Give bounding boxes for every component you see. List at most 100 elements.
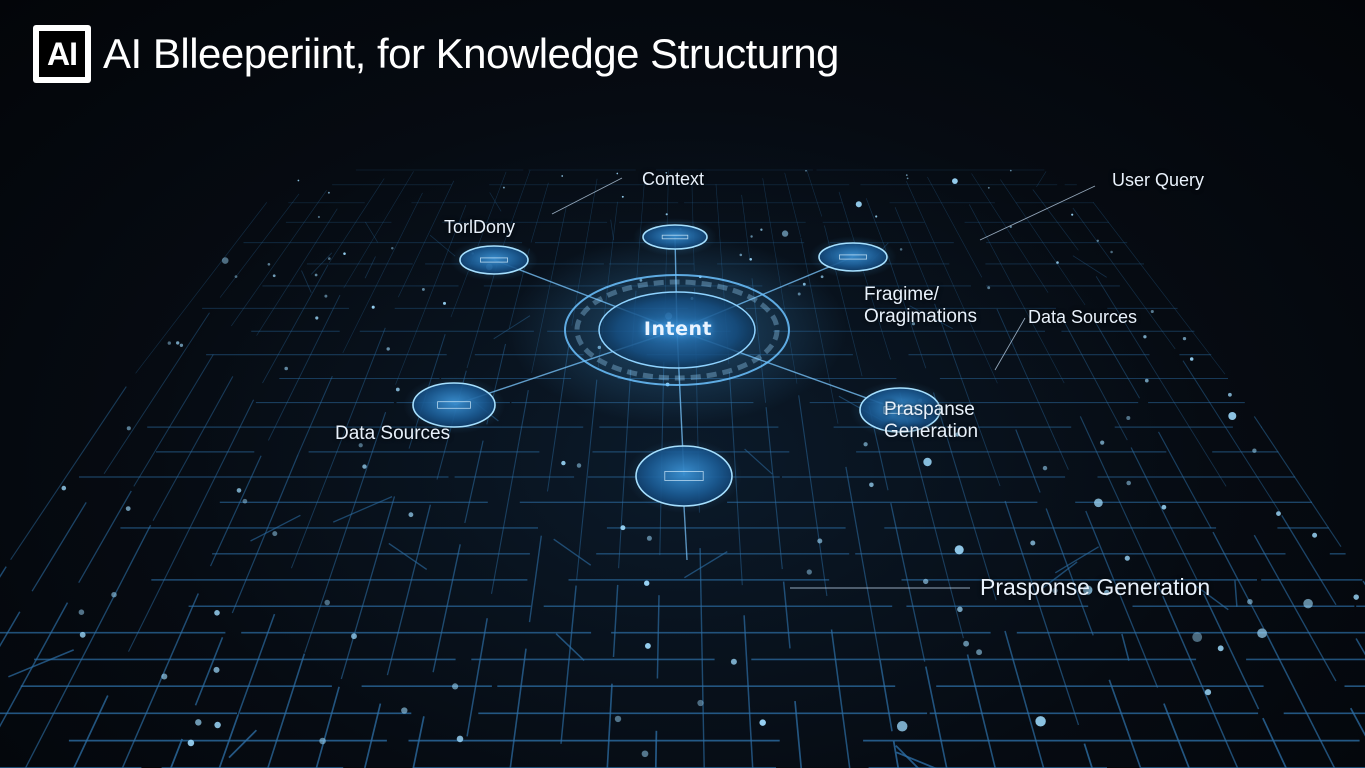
grid-trace [610,219,614,241]
junction-dot [899,248,903,251]
grid-trace [363,703,382,768]
grid-trace [364,256,376,279]
junction-dot [620,525,626,531]
grid-trace [553,538,592,566]
junction-dot [195,719,202,726]
grid-trace [1036,171,1047,188]
junction-dot [1247,598,1253,605]
grid-trace [1015,429,1041,493]
junction-dot [561,175,564,177]
grid-trace [429,234,456,257]
junction-dot [442,301,447,305]
grid-trace [845,466,881,660]
junction-dot [267,262,271,266]
junction-dot [1143,335,1147,339]
page-title: AI Blleeperiint, for Knowledge Structurn… [103,30,839,77]
grid-trace [103,312,210,474]
grid-trace [315,686,340,768]
grid-trace [343,171,414,289]
header: AI AI Blleeperiint, for Knowledge Struct… [33,24,839,84]
junction-dot [1189,357,1194,361]
junction-dot [616,172,619,175]
junction-dot [343,252,346,255]
junction-dot [906,177,909,180]
junction-dot [875,215,878,218]
grid-trace [301,270,312,293]
grid-trace [1157,431,1212,529]
junction-dot [1042,465,1048,471]
grid-trace [1203,593,1260,710]
junction-dot [646,535,652,541]
junction-dot [1227,392,1232,397]
junction-dot [957,606,963,613]
grid-trace [896,751,938,768]
junction-dot [641,750,649,758]
junction-dot [750,235,753,238]
junction-dot [644,580,650,586]
grid-trace [228,729,258,759]
grid-trace [612,584,619,658]
grid-trace [879,659,893,732]
grid-trace [684,550,728,579]
grid-trace [0,566,7,578]
grid-trace [1045,508,1094,636]
junction-dot [1104,589,1110,596]
grid-trace [1192,582,1229,611]
grid-trace [170,738,184,768]
grid-trace [364,221,379,243]
grid-trace [528,535,542,623]
label-leader-line [994,317,1026,371]
grid-trace [894,207,932,297]
junction-dot [319,737,326,745]
response-node [859,387,941,433]
grid-trace [1130,447,1198,581]
junction-dot [1252,448,1257,453]
junction-dot [502,186,505,189]
grid-trace [297,375,333,455]
grid-trace [1079,416,1163,594]
grid-trace [0,602,69,728]
data-sources-node-icon [437,401,471,409]
grid-trace [1355,638,1365,656]
grid-trace [332,495,393,523]
response-node-line1: Praspanse [884,399,975,420]
grid-trace [231,190,327,327]
junction-dot [1126,415,1131,421]
junction-dot [391,246,394,250]
grid-trace [1042,561,1078,589]
grid-trace [656,595,660,679]
junction-dot [1192,632,1203,642]
junction-dot [697,699,704,707]
junction-dot [1030,540,1036,546]
fragment-node [818,242,888,272]
grid-trace [340,496,396,680]
grid-trace [1032,189,1079,251]
hub-tick-ring [574,279,780,381]
junction-dot [179,343,184,347]
junction-dot [111,591,117,598]
junction-dot [923,457,932,467]
grid-trace [262,264,329,384]
junction-dot [1100,440,1105,445]
junction-dot [923,578,929,585]
junction-dot [242,498,248,504]
grid-trace [794,701,803,768]
grid-trace [576,379,598,581]
junction-dot [1303,598,1313,609]
junction-dot [1126,480,1131,486]
grid-trace [509,648,527,768]
grid-trace [1004,630,1045,768]
grid-trace [412,716,425,768]
junction-dot [1161,504,1167,510]
junction-dot [362,464,367,469]
grid-trace [250,514,301,542]
junction-dot [665,213,668,216]
grid-lines [0,169,1365,768]
junction-dot [214,610,220,616]
grid-trace [304,412,387,653]
junction-dot [324,294,328,298]
junction-dot [236,488,242,493]
junction-dot [395,387,400,392]
junction-dot [1353,594,1359,600]
data-sources-left-label: Data Sources [335,423,451,444]
